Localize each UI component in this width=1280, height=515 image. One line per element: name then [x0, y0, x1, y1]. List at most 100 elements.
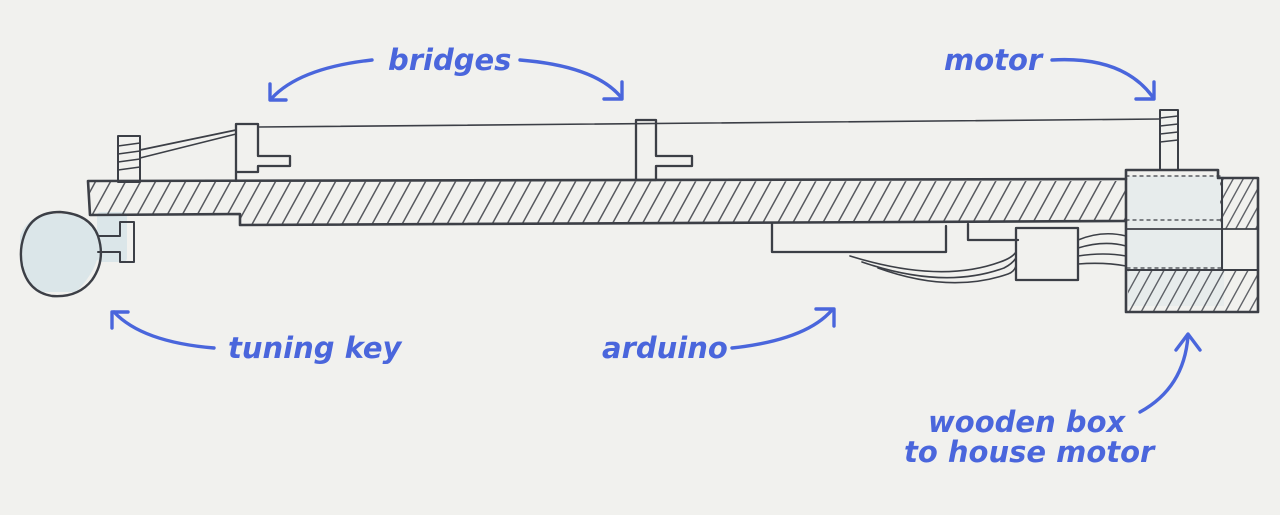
hatch-line [384, 181, 414, 224]
neck-drawing [86, 177, 1128, 227]
hatch-line [189, 181, 219, 224]
hatch-line [474, 181, 504, 224]
label-wooden-box-line2: to house motor [904, 435, 1156, 469]
label-arduino: arduino [602, 331, 728, 365]
hatch-line [1014, 181, 1044, 224]
hatch-line [1104, 181, 1125, 224]
hatch-line [429, 181, 459, 224]
hatch-line [1140, 271, 1165, 311]
hatch-line [984, 181, 1014, 224]
hatch-line [444, 181, 474, 224]
hatch-line [1089, 181, 1119, 224]
hatch-line [534, 181, 564, 224]
hatch-line [339, 181, 369, 224]
hatch-line [1248, 294, 1258, 311]
hatch-line [1244, 205, 1258, 229]
hatch-line [879, 181, 909, 224]
hatch-line [774, 181, 804, 224]
hatch-line [504, 181, 534, 224]
hatch-line [1044, 181, 1074, 224]
hatch-line [804, 181, 834, 224]
hatch-line [1220, 179, 1234, 205]
hatch-line [1080, 268, 1105, 314]
hatch-line [1188, 271, 1213, 311]
hatch-line [354, 181, 384, 224]
label-motor: motor [944, 43, 1044, 77]
hatch-line [849, 181, 879, 224]
hatch-line [1274, 176, 1280, 232]
label-bridges: bridges [388, 43, 511, 77]
hatch-line [264, 181, 294, 224]
hatch-line [144, 181, 174, 224]
hatch-line [669, 181, 699, 224]
wooden-box-drawing [1080, 168, 1280, 314]
arrow-to-tuning-key [112, 310, 216, 350]
hatch-line [159, 181, 189, 224]
hatch-line [549, 181, 579, 224]
hatch-line [1264, 176, 1280, 232]
hatch-line [459, 181, 489, 224]
hatch-line [894, 181, 924, 224]
hatch-line [924, 181, 954, 224]
string-line [257, 118, 1161, 128]
hatch-line [369, 181, 399, 224]
arrow-to-bridge-left [270, 58, 374, 100]
hatch-line [1164, 271, 1189, 311]
hatch-line [1176, 271, 1201, 311]
hatch-line [1220, 179, 1244, 223]
hatch-line [489, 181, 519, 224]
hatch-line [90, 181, 99, 224]
arrow-to-bridge-middle [518, 58, 622, 98]
hatch-line [294, 181, 324, 224]
hatch-line [279, 181, 309, 224]
arrow-to-arduino [730, 308, 834, 350]
arduino-drawing [770, 222, 1127, 284]
hatch-line [1029, 181, 1059, 224]
hatch-line [594, 181, 624, 224]
hatch-line [969, 181, 999, 224]
hatch-line [1234, 186, 1258, 229]
hatch-line [309, 181, 339, 224]
hatch-line [954, 181, 984, 224]
hatch-line [414, 181, 444, 224]
bridge-left-drawing [234, 122, 292, 183]
hatch-line [129, 181, 159, 224]
annotation-arrows [110, 57, 1202, 414]
hatch-line [204, 181, 234, 224]
hatch-line [1128, 271, 1153, 311]
hatch-line [90, 181, 114, 224]
hatch-line [174, 181, 204, 224]
hatch-line [684, 181, 714, 224]
hatch-line [1260, 268, 1280, 314]
hatch-line [714, 181, 744, 224]
hatch-line [939, 181, 969, 224]
hatch-line [1200, 271, 1225, 311]
hatch-line [789, 181, 819, 224]
hatch-line [399, 181, 429, 224]
hatch-line [1212, 271, 1237, 311]
hatch-line [1224, 179, 1254, 229]
hatch-line [324, 181, 354, 224]
arrow-to-motor [1050, 57, 1154, 98]
label-tuning-key: tuning key [228, 331, 403, 365]
hatch-line [699, 181, 729, 224]
hatch-line [1128, 271, 1141, 294]
pencil-tint [20, 176, 1224, 306]
tuning-key-drawing [19, 129, 237, 298]
hatch-line [579, 181, 609, 224]
hatch-line [1092, 268, 1117, 314]
annotation-labels: bridges motor tuning key arduino wooden … [228, 43, 1156, 469]
hatch-line [1119, 181, 1125, 224]
hatch-line [819, 181, 849, 224]
hatch-line [1074, 181, 1104, 224]
arrow-to-wooden-box [1138, 334, 1190, 414]
hatch-line [1272, 268, 1280, 314]
bridge-middle-drawing [634, 118, 694, 182]
hatch-line [519, 181, 549, 224]
hatch-line [1224, 271, 1249, 311]
hatch-line [909, 181, 939, 224]
hatch-line [759, 181, 789, 224]
hatch-line [1059, 181, 1089, 224]
